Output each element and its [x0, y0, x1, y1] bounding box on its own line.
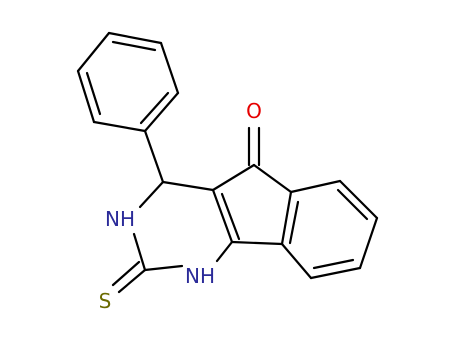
bond: [143, 264, 184, 272]
bond: [252, 163, 293, 194]
nitrogen-nh-label-lower: NH: [185, 264, 215, 288]
bond: [117, 268, 147, 294]
bond: [211, 163, 256, 192]
sulfur-atom-label: S: [99, 289, 112, 313]
bond: [289, 179, 342, 194]
bond: [159, 41, 180, 95]
pyrimidine-ring: [132, 180, 241, 272]
bond: [280, 190, 293, 246]
nitrogen-nh-label-upper: NH: [105, 207, 135, 231]
bond: [143, 91, 180, 133]
bond: [76, 69, 96, 124]
bond: [358, 216, 379, 270]
bond: [336, 188, 369, 221]
bond: [107, 31, 163, 45]
cyclopentenone-ring: [211, 163, 293, 246]
bond: [76, 31, 111, 73]
bond: [111, 260, 141, 287]
fused-benzene-ring: [280, 179, 379, 280]
bond: [280, 242, 313, 280]
bond: [230, 240, 284, 246]
bond: [312, 258, 355, 270]
bond: [161, 180, 215, 192]
bond: [211, 188, 234, 244]
bond: [138, 180, 165, 209]
bond: [220, 192, 241, 241]
bond: [139, 91, 170, 125]
bond: [288, 200, 300, 245]
oxygen-atom-label: O: [246, 99, 262, 123]
bond: [309, 266, 362, 280]
bond: [111, 40, 157, 52]
bond: [92, 120, 147, 133]
phenyl-ring: [76, 31, 180, 133]
bond: [132, 232, 147, 272]
bond: [85, 71, 102, 116]
bond: [215, 240, 234, 263]
bond: [143, 129, 165, 184]
bond: [338, 179, 379, 220]
